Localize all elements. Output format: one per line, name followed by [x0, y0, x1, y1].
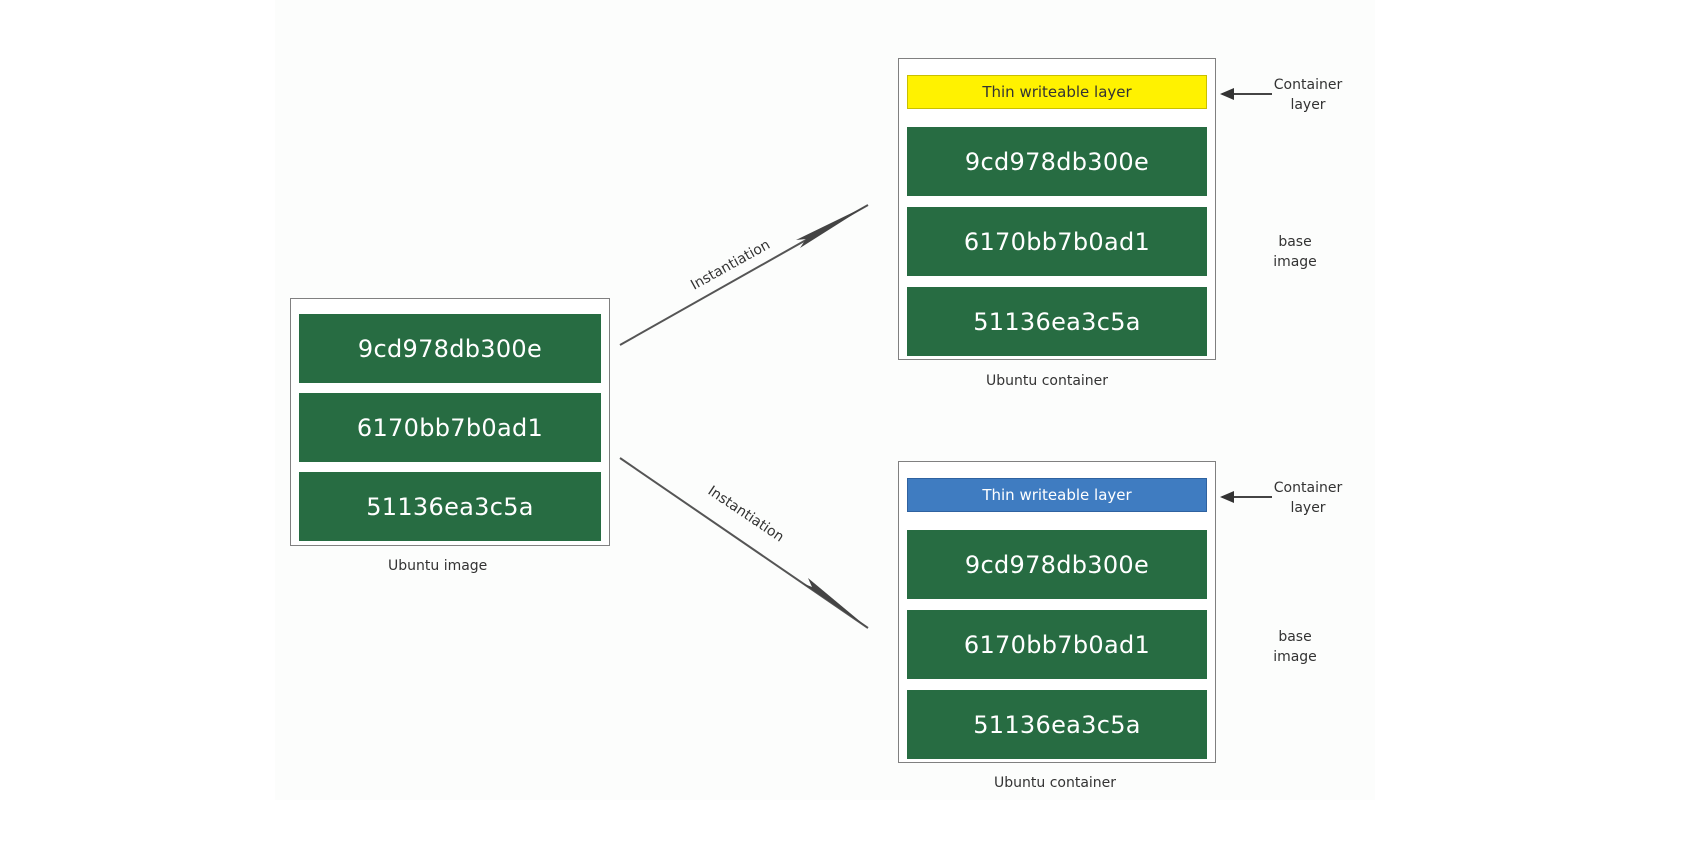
container-top-layer-1: 9cd978db300e	[907, 127, 1207, 196]
container-top-layer-2: 6170bb7b0ad1	[907, 207, 1207, 276]
ubuntu-image-caption: Ubuntu image	[388, 558, 488, 574]
base-image-label-bottom-line1: base	[1278, 629, 1312, 645]
container-bottom-layer-1: 9cd978db300e	[907, 530, 1207, 599]
container-layer-label-top-line2: layer	[1290, 97, 1326, 113]
image-layer-1: 9cd978db300e	[299, 314, 601, 383]
container-layer-label-top: Container layer	[1268, 75, 1348, 115]
container-bottom-stack: Thin writeable layer 9cd978db300e 6170bb…	[898, 461, 1216, 763]
ubuntu-image-stack: 9cd978db300e 6170bb7b0ad1 51136ea3c5a	[290, 298, 610, 546]
container-top-caption: Ubuntu container	[986, 373, 1109, 389]
thin-writeable-layer-bottom: Thin writeable layer	[907, 478, 1207, 512]
container-top-stack: Thin writeable layer 9cd978db300e 6170bb…	[898, 58, 1216, 360]
container-layer-label-top-line1: Container	[1273, 77, 1343, 93]
base-image-label-top-line2: image	[1273, 254, 1317, 270]
container-layer-label-bottom-line1: Container	[1273, 480, 1343, 496]
base-image-label-top-line1: base	[1278, 234, 1312, 250]
image-layer-2: 6170bb7b0ad1	[299, 393, 601, 462]
container-layer-label-bottom: Container layer	[1268, 478, 1348, 518]
container-top-layer-3: 51136ea3c5a	[907, 287, 1207, 356]
image-layer-3: 51136ea3c5a	[299, 472, 601, 541]
container-bottom-caption: Ubuntu container	[994, 775, 1117, 791]
base-image-label-top: base image	[1255, 232, 1335, 272]
base-image-label-bottom: base image	[1255, 627, 1335, 667]
thin-writeable-layer-top: Thin writeable layer	[907, 75, 1207, 109]
container-bottom-layer-2: 6170bb7b0ad1	[907, 610, 1207, 679]
base-image-label-bottom-line2: image	[1273, 649, 1317, 665]
container-layer-label-bottom-line2: layer	[1290, 500, 1326, 516]
container-bottom-layer-3: 51136ea3c5a	[907, 690, 1207, 759]
